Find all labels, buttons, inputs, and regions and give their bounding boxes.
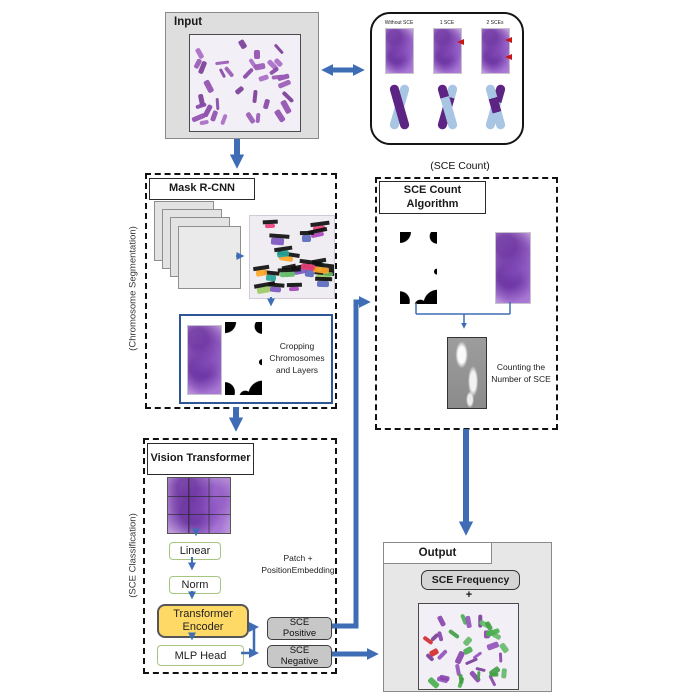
chromosome-cartoon-without-sce (382, 83, 416, 131)
chromosome-shape (273, 43, 284, 55)
chromosome-shape (464, 657, 478, 666)
chromosome-shape (234, 86, 245, 96)
chromosome-shape (462, 635, 473, 647)
chromosome-image-1-sce (432, 28, 464, 74)
chromosome-cartoon-1-sce (430, 83, 464, 131)
chromosome-shape (488, 675, 497, 687)
chromosome-shape (237, 39, 248, 50)
chromosome-shape (219, 113, 228, 125)
chromosome-shape (277, 79, 291, 89)
chromosome-shape (464, 615, 472, 629)
chromosome-shape (447, 628, 460, 639)
input-title: Input (174, 16, 203, 28)
sce-count-outer-label: (SCE Count) (430, 160, 490, 172)
chromosome-shape (462, 646, 473, 656)
sce-frequency-badge: SCE Frequency (421, 570, 520, 590)
red-arrowhead-icon (504, 37, 512, 43)
example-column-1-sce: 1 SCE (426, 20, 468, 143)
count-mask-image (400, 232, 437, 304)
segment-mask-shape (289, 286, 300, 292)
chromosome-shape (437, 615, 447, 627)
chromosome-shape (499, 652, 503, 663)
chromosome-shape (198, 119, 209, 126)
segmentation-result-image (249, 215, 335, 299)
sce-positive-chip: SCE Positive (267, 617, 332, 640)
chromosome-shape (215, 60, 230, 66)
chromosome-shape (458, 674, 464, 685)
segment-mask-shape (269, 286, 281, 293)
output-metaphase-image (418, 603, 519, 690)
chromosome-shape (252, 89, 259, 104)
chromosome-shape (215, 98, 220, 110)
cropping-box: Cropping Chromosomes and Layers (179, 314, 333, 404)
sce-negative-chip: SCE Negative (267, 645, 332, 668)
chromosome-image-without-sce (384, 28, 414, 74)
chromosome-shape (241, 67, 255, 81)
sce-count-box: SCE Count Algorithm Counting the Number … (375, 177, 558, 430)
example-column-without-sce: Without SCE (378, 20, 420, 143)
norm-block: Norm (169, 576, 221, 594)
counting-caption: Counting the Number of SCE (491, 361, 551, 384)
plus-sign: + (465, 589, 473, 601)
output-panel: Output SCE Frequency + (383, 542, 552, 692)
count-chromosome-image (495, 232, 531, 304)
segment-mask-shape (317, 280, 329, 287)
chromosome-shape (258, 74, 270, 83)
chromosome-shape (436, 648, 449, 661)
input-metaphase-image (189, 34, 301, 132)
chromosome-shape (244, 111, 256, 124)
chromosome-shape (253, 50, 260, 60)
chromosome-shape (254, 62, 267, 71)
feature-map-stack (154, 201, 246, 293)
linear-block: Linear (169, 542, 221, 560)
chromosome-shape (255, 112, 261, 123)
classification-side-label: (SCE Classification) (127, 513, 139, 598)
chromosome-shape (273, 108, 286, 124)
chromosome-shape (210, 110, 219, 123)
segment-mask-shape (264, 223, 275, 229)
cropped-mask-image (225, 322, 262, 395)
red-arrowhead-icon (456, 39, 464, 45)
sce-examples-box: Without SCE 1 SCE 2 SCEs (370, 12, 524, 145)
segmentation-side-label: (Chromosome Segmentation) (127, 226, 139, 351)
example-label: Without SCE (384, 20, 414, 26)
mask-rcnn-box: Mask R-CNN Cropping Chromosomes and Laye… (145, 173, 337, 409)
patch-embedding-label: Patch + PositionEmbedding (261, 553, 335, 575)
chromosome-shape (268, 66, 280, 76)
segment-mask-shape (279, 272, 295, 279)
example-column-2-sces: 2 SCEs (474, 20, 516, 143)
cropped-chromosome-image (187, 325, 222, 395)
patch-grid-image (167, 477, 231, 534)
chromosome-cartoon-2-sces (478, 83, 512, 131)
vision-transformer-title: Vision Transformer (147, 443, 254, 475)
example-label: 1 SCE (439, 20, 455, 26)
feature-map-layer (178, 226, 241, 289)
chromosome-shape (486, 640, 500, 651)
count-grayscale-image (447, 337, 487, 409)
chromosome-shape (472, 650, 483, 660)
cropping-caption: Cropping Chromosomes and Layers (269, 340, 325, 376)
chromosome-shape (501, 667, 508, 679)
chromosome-shape (203, 79, 215, 94)
example-label: 2 SCEs (486, 20, 504, 26)
chromosome-shape (262, 98, 270, 110)
segment-mask-shape (271, 237, 285, 246)
output-title: Output (383, 542, 492, 564)
chromosome-image-2-sces (480, 28, 512, 74)
transformer-encoder-block: Transformer Encoder (157, 604, 249, 638)
chromosome-shape (489, 672, 499, 677)
patch-grid-lines (168, 478, 230, 533)
mask-rcnn-title: Mask R-CNN (149, 178, 255, 200)
red-arrowhead-icon (504, 54, 512, 60)
segment-mask-shape (302, 235, 312, 242)
sce-count-title: SCE Count Algorithm (379, 181, 486, 214)
input-panel: Input (165, 12, 319, 139)
mlp-head-block: MLP Head (157, 645, 244, 666)
vision-transformer-box: Vision Transformer Linear Norm Transform… (143, 438, 337, 674)
